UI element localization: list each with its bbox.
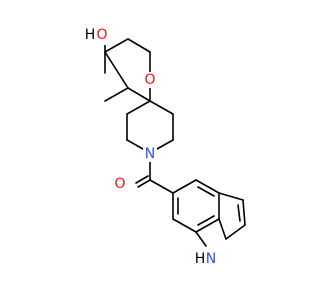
bond-pyr-double — [237, 204, 241, 222]
bond-spiro-c8 — [126, 100, 151, 115]
bond-pyr-4 — [218, 218, 227, 240]
bond-c9-n — [126, 139, 144, 150]
bond-spiro-c7 — [127, 87, 151, 102]
label-background-group — [82, 27, 215, 268]
atom-label-group: H O O N O H N — [85, 27, 217, 267]
bond-c3-c7-link — [104, 51, 129, 89]
bond-group — [104, 38, 246, 247]
ring-oxygen-label: O — [144, 72, 155, 88]
bond-pyr-3 — [225, 224, 246, 240]
hydroxyl-h-label: H — [85, 27, 96, 43]
piperidine-n-label-bg — [143, 146, 157, 162]
bond-n-c10 — [156, 139, 174, 150]
bond-nh-ar — [195, 231, 207, 247]
bond-ar2-ar3 — [195, 179, 220, 194]
molecule-structure: H O O N O H N — [82, 27, 246, 268]
bond-pyr-1 — [218, 192, 244, 201]
bond-pyr-2 — [242, 199, 246, 226]
carbonyl-o-label-bg — [113, 177, 127, 193]
bond-ar4-ar5 — [195, 218, 220, 233]
bond-carbonyl-o-b — [135, 175, 149, 184]
bond-c3-c4 — [104, 38, 129, 53]
bond-ar1-ar2 — [172, 179, 197, 194]
bond-ar-inner-1 — [197, 186, 215, 197]
indole-nh-n-label: N — [206, 251, 216, 267]
bond-carbonyl-aryl — [149, 179, 174, 194]
ring-oxygen-label-bg — [143, 72, 157, 88]
bond-c4-c5 — [127, 38, 151, 53]
indole-n-label-bg — [195, 250, 215, 268]
bond-c11-spiro — [149, 100, 174, 115]
bond-c7-c3 — [104, 87, 129, 102]
piperidine-n-label: N — [145, 146, 155, 162]
carbonyl-o-label: O — [114, 176, 125, 192]
hydroxyl-o-label: O — [96, 27, 107, 43]
hydroxyl-label-bg — [82, 27, 110, 45]
bond-ar-inner-3 — [197, 215, 215, 226]
bond-carbonyl-o-a — [137, 179, 151, 188]
bond-ar5-ar6 — [172, 218, 197, 233]
structure-canvas: H O O N O H N — [82, 27, 246, 268]
indole-nh-h-label: H — [195, 251, 206, 267]
